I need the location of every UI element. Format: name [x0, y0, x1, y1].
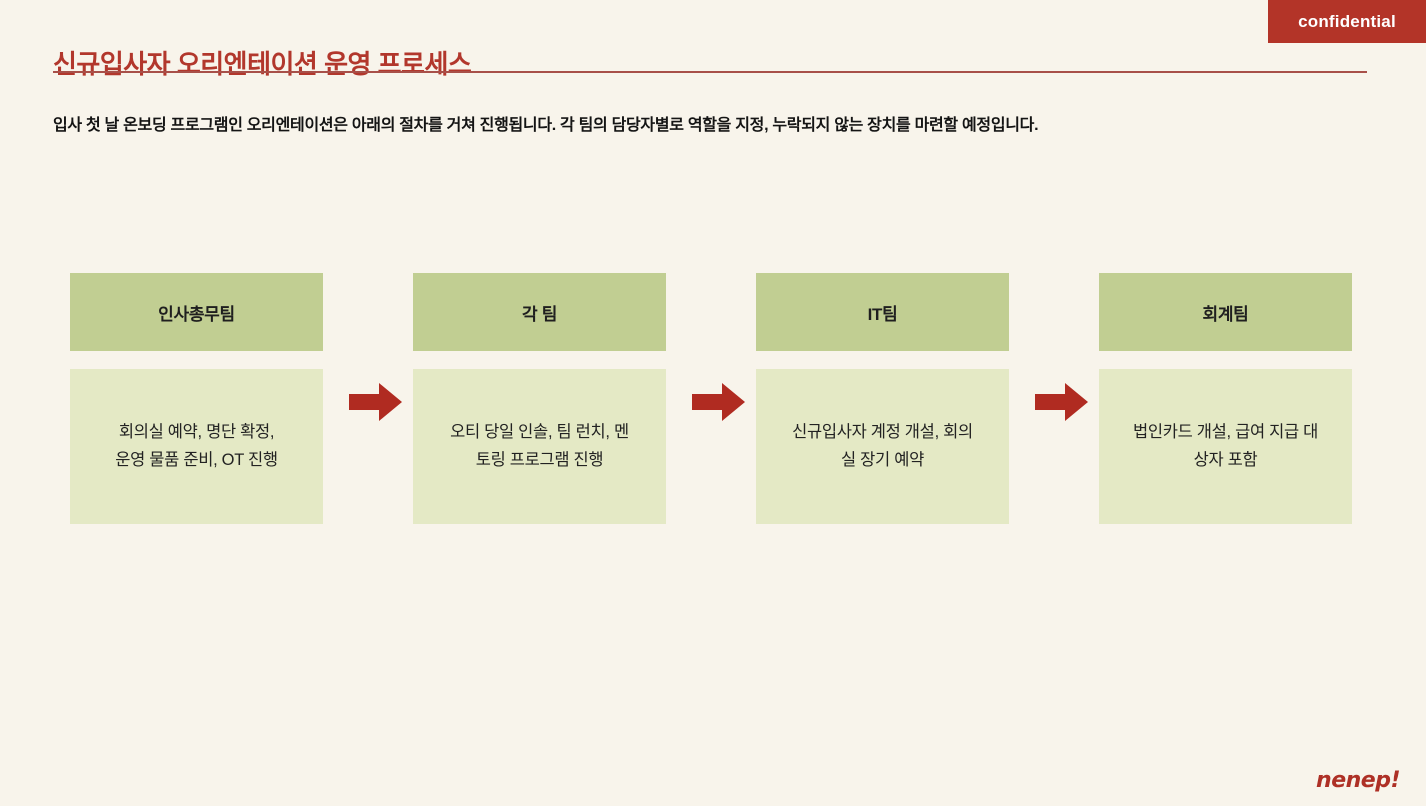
- right-arrow-icon: [349, 383, 402, 421]
- process-step-accounting: 회계팀 법인카드 개설, 급여 지급 대 상자 포함: [1099, 273, 1352, 524]
- page-description: 입사 첫 날 온보딩 프로그램인 오리엔테이션은 아래의 절차를 거쳐 진행됩니…: [53, 117, 1039, 134]
- brand-logo: nenep!: [1316, 768, 1400, 793]
- team-header: 각 팀: [413, 273, 666, 351]
- process-step-hr: 인사총무팀 회의실 예약, 명단 확정, 운영 물품 준비, OT 진행: [70, 273, 323, 524]
- team-name: 각 팀: [521, 304, 558, 324]
- page-title: 신규입사자 오리엔테이션 운영 프로세스: [53, 49, 472, 80]
- right-arrow-icon: [1035, 383, 1088, 421]
- process-step-it: IT팀 신규입사자 계정 개설, 회의 실 장기 예약: [756, 273, 1009, 524]
- team-tasks: 오티 당일 인솔, 팀 런치, 멘 토링 프로그램 진행: [413, 369, 666, 524]
- team-name: IT팀: [867, 304, 898, 324]
- team-header: 회계팀: [1099, 273, 1352, 351]
- team-name: 인사총무팀: [158, 304, 235, 324]
- team-header: 인사총무팀: [70, 273, 323, 351]
- confidential-badge-label: confidential: [1298, 11, 1396, 31]
- right-arrow-icon: [692, 383, 745, 421]
- confidential-badge: confidential: [1268, 0, 1426, 43]
- team-tasks: 신규입사자 계정 개설, 회의 실 장기 예약: [756, 369, 1009, 524]
- team-tasks: 회의실 예약, 명단 확정, 운영 물품 준비, OT 진행: [70, 369, 323, 524]
- title-divider: [53, 71, 1367, 73]
- team-tasks: 법인카드 개설, 급여 지급 대 상자 포함: [1099, 369, 1352, 524]
- team-header: IT팀: [756, 273, 1009, 351]
- team-name: 회계팀: [1202, 304, 1249, 324]
- process-step-each-team: 각 팀 오티 당일 인솔, 팀 런치, 멘 토링 프로그램 진행: [413, 273, 666, 524]
- process-flow: 인사총무팀 회의실 예약, 명단 확정, 운영 물품 준비, OT 진행 각 팀…: [70, 273, 1352, 524]
